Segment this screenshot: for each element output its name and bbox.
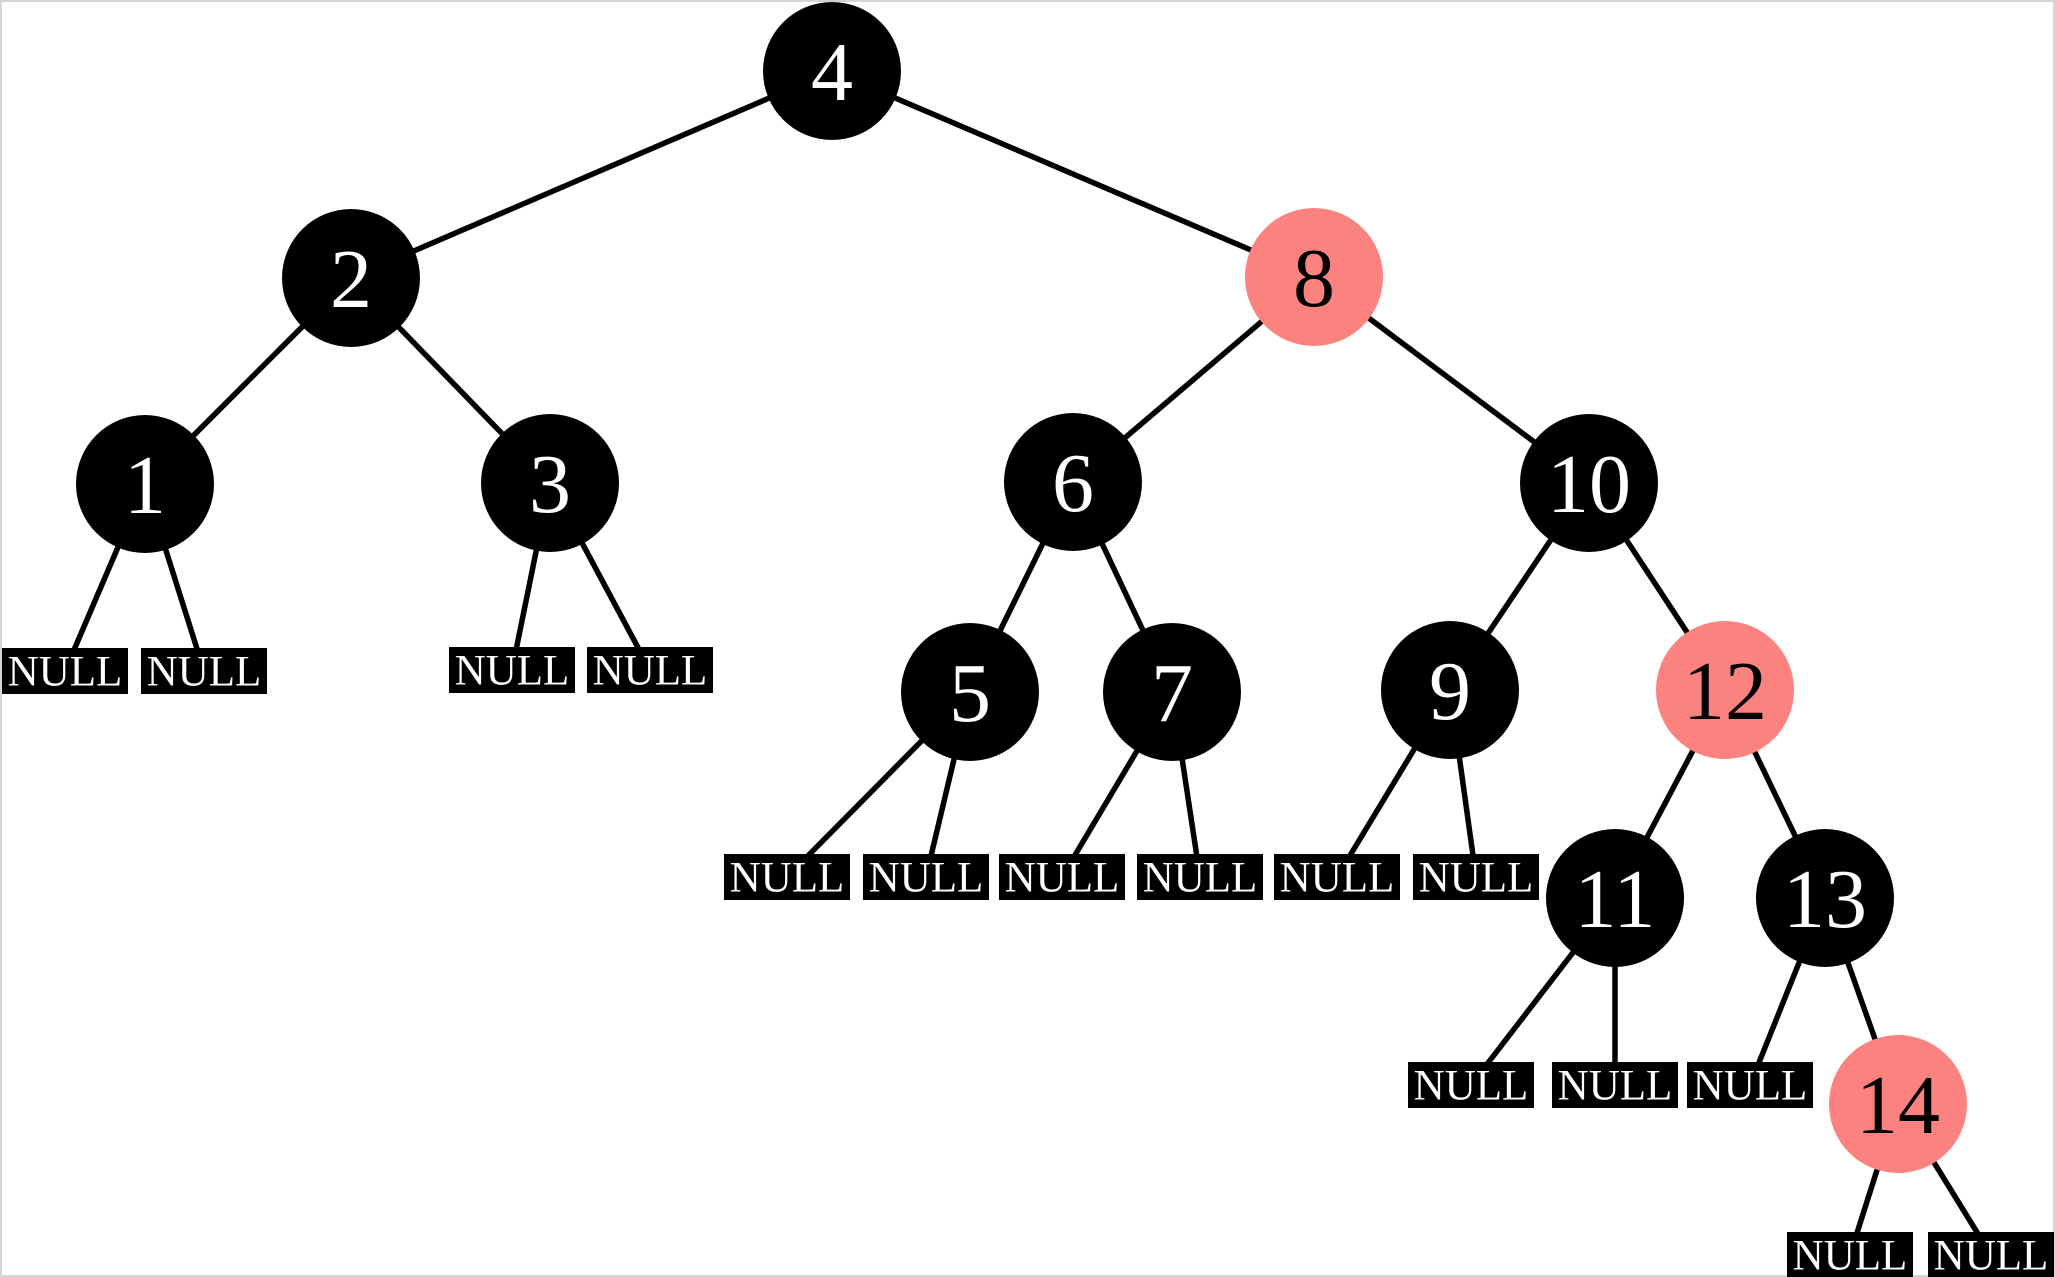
null-box: [141, 648, 267, 694]
black-node-circle: [1103, 623, 1241, 761]
black-node-circle: [763, 2, 901, 140]
null-leaf-null-9L: NULL: [1274, 854, 1400, 902]
tree-node-label: 5: [949, 647, 991, 740]
null-leaf-null-13L: NULL: [1687, 1062, 1813, 1110]
null-box-label: NULL: [1280, 855, 1395, 902]
null-leaf-null-5R: NULL: [863, 854, 989, 902]
tree-node-2: 2: [282, 209, 420, 347]
tree-node-label: 4: [811, 26, 853, 119]
null-box-label: NULL: [1143, 855, 1258, 902]
null-leaf-null-1R: NULL: [141, 648, 267, 696]
tree-node-6: 6: [1004, 413, 1142, 551]
tree-node-label: 8: [1293, 232, 1335, 325]
red-node-circle: [1656, 621, 1794, 759]
tree-node-9: 9: [1381, 621, 1519, 759]
tree-node-label: 12: [1683, 645, 1767, 738]
null-box: [863, 854, 989, 900]
black-node-circle: [1520, 414, 1658, 552]
red-node-circle: [1829, 1035, 1967, 1173]
black-node-circle: [1546, 829, 1684, 967]
null-box-label: NULL: [1419, 855, 1534, 902]
tree-node-5: 5: [901, 623, 1039, 761]
null-box: [587, 647, 713, 693]
null-leaf-null-3L: NULL: [449, 647, 575, 695]
null-leaf-null-7R: NULL: [1137, 854, 1263, 902]
null-box: [999, 854, 1125, 900]
tree-node-12: 12: [1656, 621, 1794, 759]
black-node-circle: [1381, 621, 1519, 759]
tree-node-label: 1: [124, 439, 166, 532]
null-leaf-null-5L: NULL: [724, 854, 850, 902]
black-node-circle: [901, 623, 1039, 761]
null-box: [1552, 1062, 1678, 1108]
null-box-label: NULL: [1693, 1063, 1808, 1110]
null-box: [1787, 1232, 1913, 1277]
tree-node-7: 7: [1103, 623, 1241, 761]
tree-node-10: 10: [1520, 414, 1658, 552]
black-node-circle: [1004, 413, 1142, 551]
null-box-label: NULL: [730, 855, 845, 902]
tree-node-13: 13: [1756, 829, 1894, 967]
null-leaf-null-3R: NULL: [587, 647, 713, 695]
null-leaf-null-1L: NULL: [2, 648, 128, 696]
null-box: [1413, 854, 1539, 900]
tree-node-label: 9: [1429, 645, 1471, 738]
null-box-label: NULL: [1005, 855, 1120, 902]
null-box: [1687, 1062, 1813, 1108]
null-box-label: NULL: [1934, 1233, 2049, 1277]
black-node-circle: [1756, 829, 1894, 967]
null-box-label: NULL: [1793, 1233, 1908, 1277]
tree-node-14: 14: [1829, 1035, 1967, 1173]
null-box: [449, 647, 575, 693]
red-node-circle: [1245, 208, 1383, 346]
tree-node-3: 3: [481, 414, 619, 552]
null-box-label: NULL: [869, 855, 984, 902]
black-node-circle: [282, 209, 420, 347]
tree-node-label: 10: [1547, 438, 1631, 531]
null-box-label: NULL: [1414, 1063, 1529, 1110]
tree-node-label: 7: [1151, 647, 1193, 740]
edge-4-2: [349, 68, 834, 281]
tree-node-label: 6: [1052, 437, 1094, 530]
null-leaf-null-14R: NULL: [1928, 1232, 2054, 1277]
tree-node-label: 2: [330, 233, 372, 326]
tree-node-label: 13: [1783, 853, 1867, 946]
tree-node-label: 14: [1856, 1059, 1940, 1152]
null-box-label: NULL: [147, 649, 262, 696]
null-leaf-null-7L: NULL: [999, 854, 1125, 902]
null-leaf-null-11R: NULL: [1552, 1062, 1678, 1110]
null-box-label: NULL: [593, 648, 708, 695]
tree-node-11: 11: [1546, 829, 1684, 967]
null-box-label: NULL: [8, 649, 123, 696]
black-node-circle: [481, 414, 619, 552]
null-box: [2, 648, 128, 694]
tree-node-8: 8: [1245, 208, 1383, 346]
tree-node-1: 1: [76, 415, 214, 553]
null-box: [1274, 854, 1400, 900]
null-leaf-null-11L: NULL: [1408, 1062, 1534, 1110]
null-leaf-null-14L: NULL: [1787, 1232, 1913, 1277]
tree-node-4: 4: [763, 2, 901, 140]
tree-node-label: 3: [529, 438, 571, 531]
null-box: [1137, 854, 1263, 900]
null-box: [724, 854, 850, 900]
null-box-label: NULL: [455, 648, 570, 695]
null-box: [1928, 1232, 2054, 1277]
tree-node-label: 11: [1575, 853, 1656, 946]
edge-4-8: [830, 68, 1316, 280]
null-leaf-null-9R: NULL: [1413, 854, 1539, 902]
null-box: [1408, 1062, 1534, 1108]
black-node-circle: [76, 415, 214, 553]
null-box-label: NULL: [1558, 1063, 1673, 1110]
